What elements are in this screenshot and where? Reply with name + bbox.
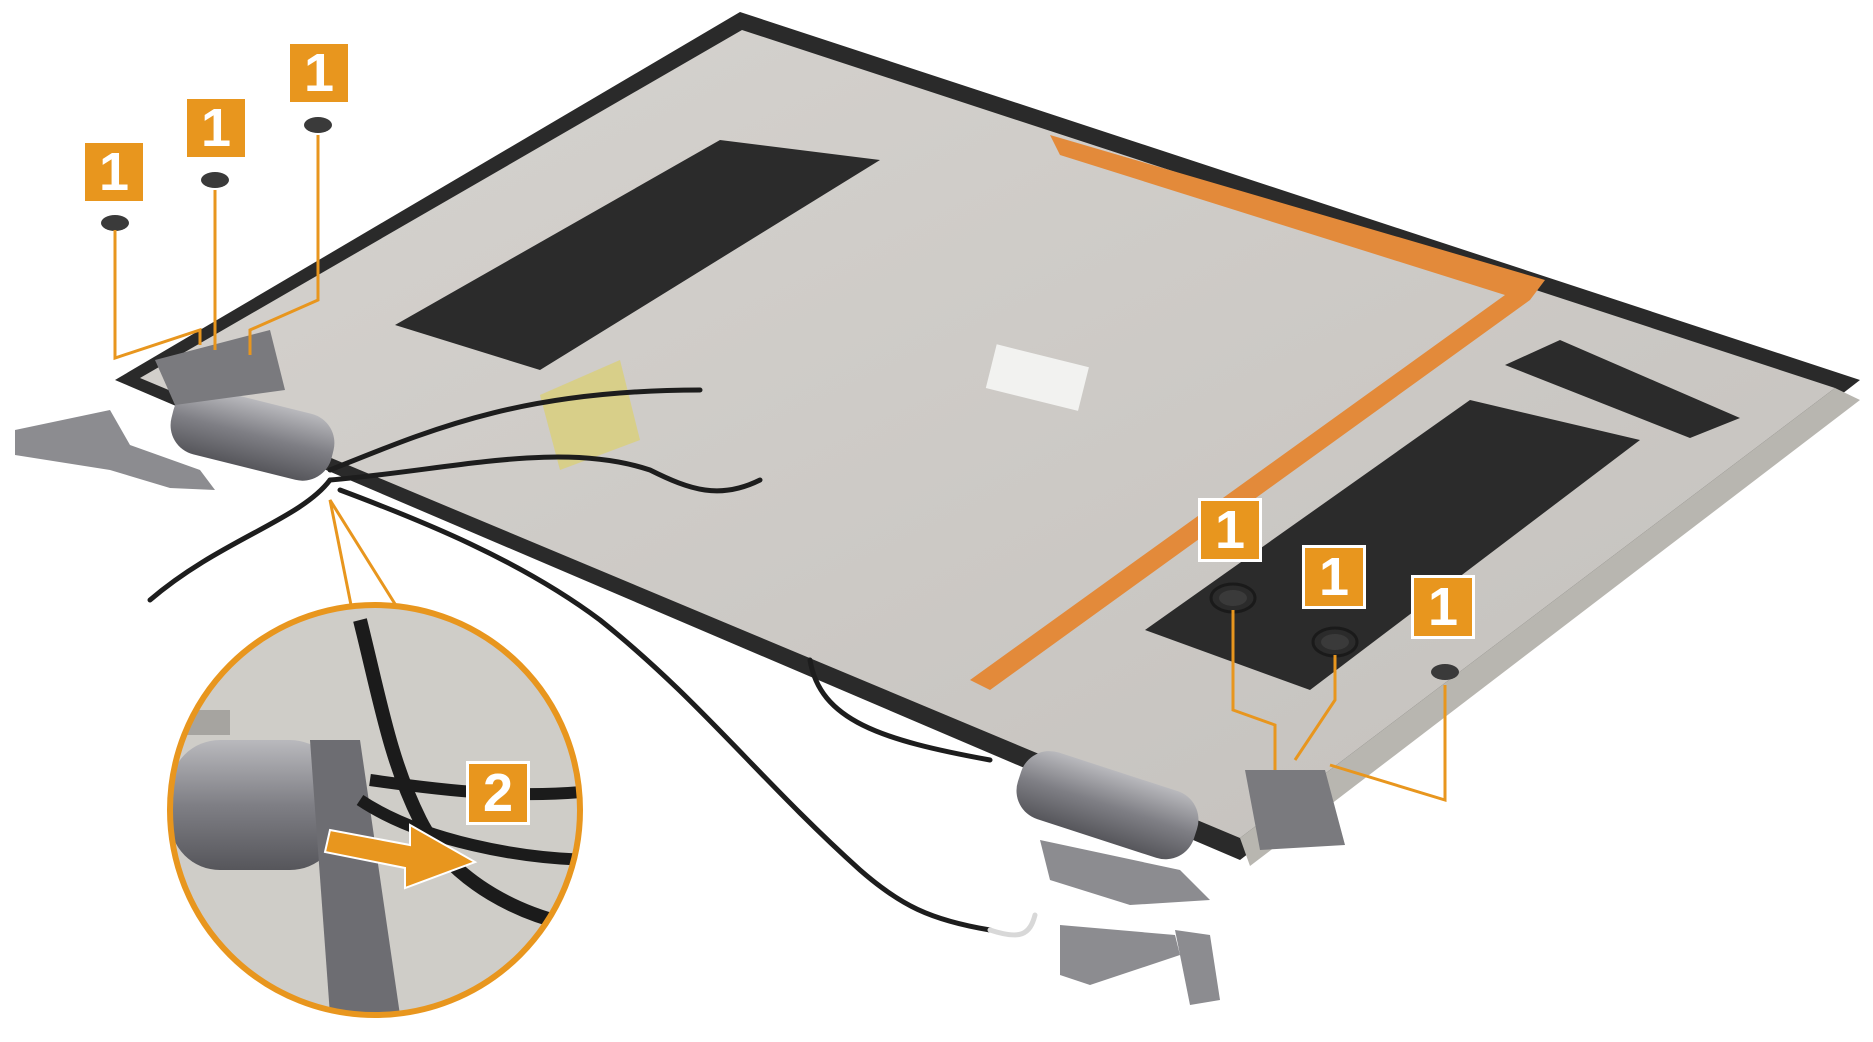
black-tape-top — [395, 140, 880, 370]
callout-badge-1: 1 — [82, 140, 146, 204]
left-hinge — [15, 330, 335, 490]
callout-badge-1: 1 — [1302, 545, 1366, 609]
screw-icon — [201, 172, 229, 188]
callout-badge-1: 1 — [1411, 575, 1475, 639]
black-tape-lower — [1145, 400, 1640, 690]
barcode-sticker — [985, 344, 1089, 411]
right-arrow-icon — [323, 823, 478, 890]
lcd-cover-edge — [1240, 388, 1860, 866]
screw-icon — [101, 215, 129, 231]
zoom-circle-icon — [167, 602, 583, 1018]
right-hinge — [1016, 751, 1345, 1005]
callout-badge-1: 1 — [184, 96, 248, 160]
screw-icon — [1219, 590, 1247, 606]
yellow-tape — [540, 360, 640, 470]
cables — [147, 387, 1038, 938]
leader-lines — [113, 135, 1447, 803]
screw-icon — [1321, 634, 1349, 650]
callout-badge-1: 1 — [287, 41, 351, 105]
black-tape-right — [1505, 340, 1740, 438]
screws — [101, 117, 1459, 680]
screw-icon — [1431, 664, 1459, 680]
callout-badge-2: 2 — [466, 761, 530, 825]
screw-icon — [304, 117, 332, 133]
callout-badge-1: 1 — [1198, 498, 1262, 562]
